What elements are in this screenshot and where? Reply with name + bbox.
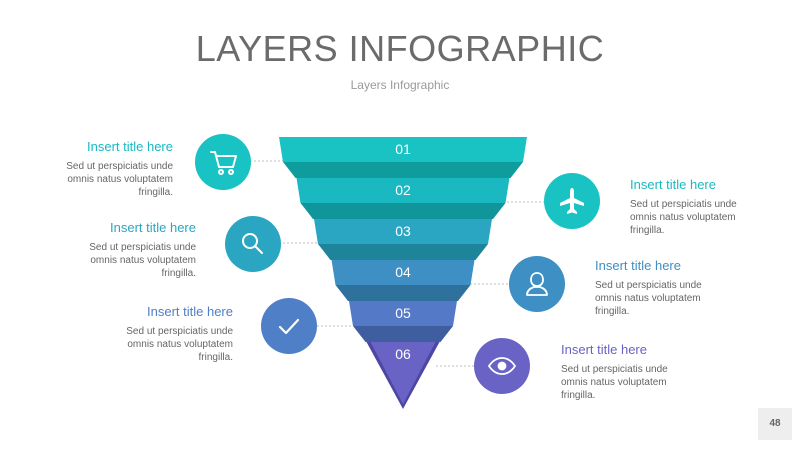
item-title: Insert title here (87, 139, 173, 154)
airplane-icon (544, 173, 600, 229)
cart-icon (195, 134, 251, 190)
item-title: Insert title here (147, 304, 233, 319)
item-title: Insert title here (595, 258, 681, 273)
layer-face (296, 178, 510, 203)
page-title: LAYERS INFOGRAPHIC (195, 28, 605, 69)
layer-tip-face (370, 342, 436, 404)
layer-label: 04 (395, 264, 411, 280)
item-body: Sed ut perspiciatis unde omnis natus vol… (595, 280, 702, 317)
layer-face (314, 219, 492, 244)
layer-side (300, 203, 506, 219)
layer-side (353, 326, 453, 342)
page-number: 48 (758, 408, 792, 440)
item-body: Sed ut perspiciatis unde omnis natus vol… (89, 242, 196, 279)
item-title: Insert title here (110, 220, 196, 235)
layer-label: 05 (395, 305, 411, 321)
item-block-5: Insert title here Sed ut perspiciatis un… (68, 304, 233, 364)
item-block-1: Insert title here Sed ut perspiciatis un… (8, 139, 173, 199)
layer-face (349, 301, 457, 326)
item-body: Sed ut perspiciatis unde omnis natus vol… (126, 326, 233, 363)
layer-label: 03 (395, 223, 411, 239)
checkmark-icon (261, 298, 317, 354)
layer-label: 01 (395, 141, 411, 157)
item-block-4: Insert title here Sed ut perspiciatis un… (595, 258, 760, 318)
item-body: Sed ut perspiciatis unde omnis natus vol… (66, 161, 173, 198)
item-title: Insert title here (630, 177, 716, 192)
item-body: Sed ut perspiciatis unde omnis natus vol… (630, 199, 737, 236)
item-block-6: Insert title here Sed ut perspiciatis un… (561, 342, 726, 402)
search-icon (225, 216, 281, 272)
item-block-3: Insert title here Sed ut perspiciatis un… (31, 220, 196, 280)
layer-side (335, 285, 471, 301)
page-subtitle: Layers Infographic (350, 78, 450, 92)
layer-label: 06 (395, 346, 411, 362)
user-icon (509, 256, 565, 312)
layer-face (279, 137, 527, 162)
layer-side (283, 162, 523, 178)
layer-side (318, 244, 488, 260)
item-block-2: Insert title here Sed ut perspiciatis un… (630, 177, 795, 237)
item-body: Sed ut perspiciatis unde omnis natus vol… (561, 364, 668, 401)
layer-label: 02 (395, 182, 411, 198)
item-title: Insert title here (561, 342, 647, 357)
eye-icon (474, 338, 530, 394)
layer-face (331, 260, 475, 285)
